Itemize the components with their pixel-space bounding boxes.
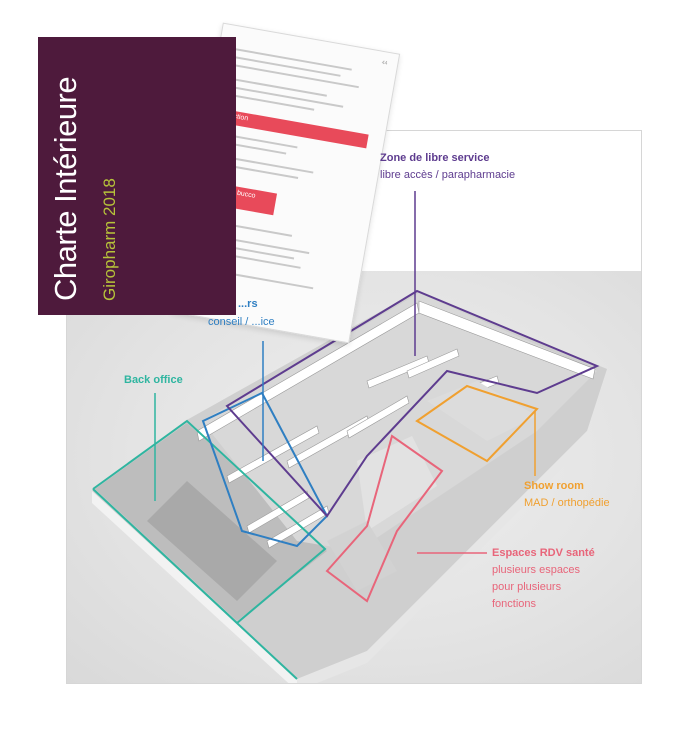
back-office-outline [92,419,327,680]
consult-room-floor [357,436,437,531]
page-number: 44 [381,59,388,67]
rdv-title: Espaces RDV santé [492,547,595,559]
floorplan-illustration [92,191,607,683]
show-room-title: Show room [524,480,584,492]
cover-subtitle: Giropharm 2018 [100,178,119,301]
conseil-label-subtitle: conseil / ...ice [208,316,275,328]
show-room-floor [427,381,537,441]
rdv-label: Espaces RDV santé plusieurs espaces pour… [492,545,595,613]
libre-service-label: Zone de libre service libre accès / para… [380,150,515,184]
libre-service-outline [225,289,600,518]
show-room-subtitle: MAD / orthopédie [524,497,610,509]
rdv-line-2: pour plusieurs [492,581,562,593]
cover-page: Charte Intérieure Giropharm 2018 [38,37,236,315]
cover-title: Charte Intérieure [48,76,83,301]
building-wall-front [92,491,297,683]
rdv-outline [325,434,444,603]
shelves [196,300,596,549]
show-room-outline [415,384,539,463]
libre-service-title: Zone de libre service [380,152,490,164]
show-room-label: Show room MAD / orthopédie [524,478,610,512]
conseil-label-title: ...rs [238,298,258,310]
conseil-outline [201,391,329,548]
back-office-shade [147,481,277,601]
text-line [225,93,315,111]
rdv-line-1: plusieurs espaces [492,564,581,576]
libre-service-subtitle: libre accès / parapharmacie [380,169,516,181]
rdv-line-3: fonctions [492,598,537,610]
back-office-label: Back office [124,374,183,386]
